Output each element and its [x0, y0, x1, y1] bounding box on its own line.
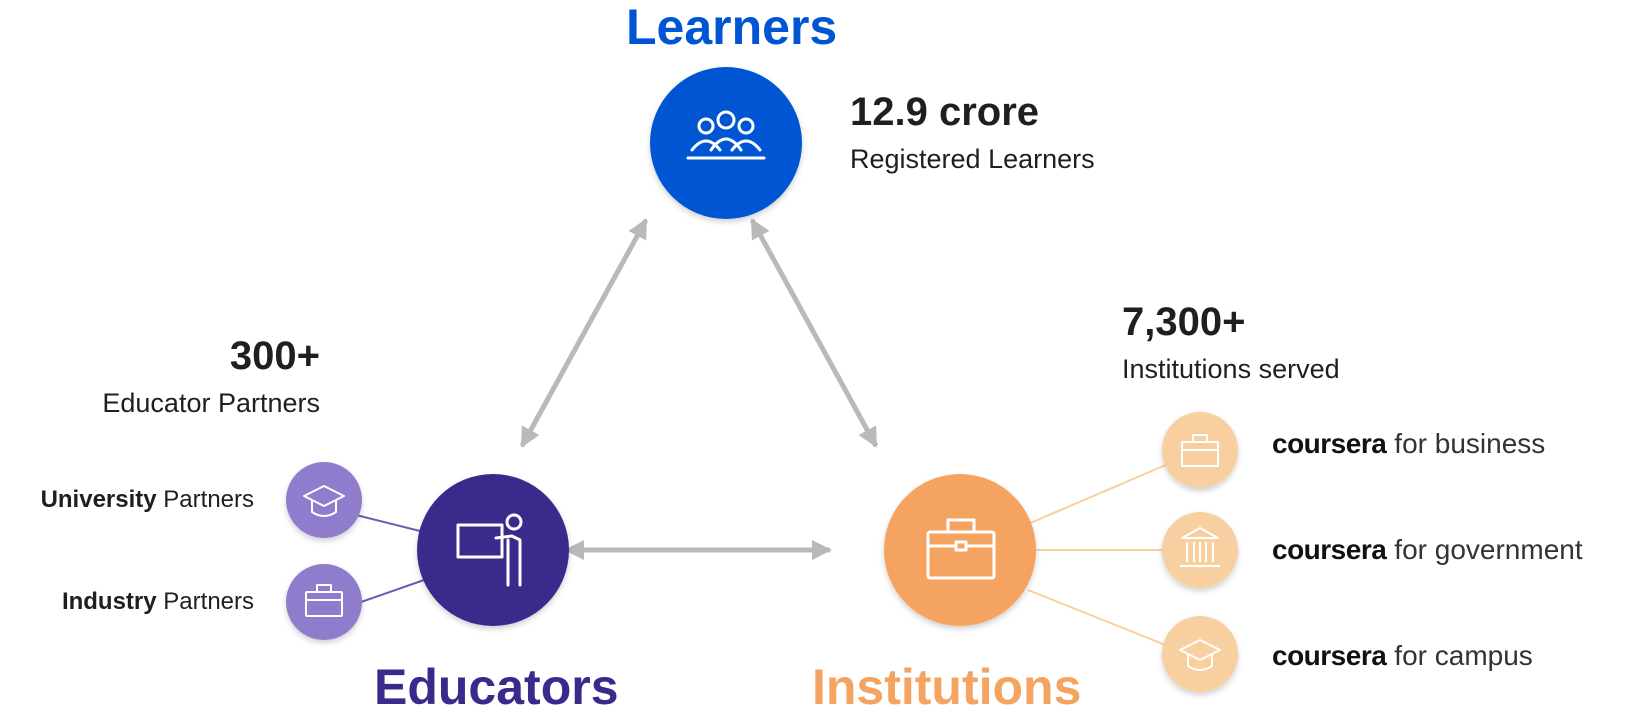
- people-icon: [686, 110, 766, 160]
- government-building-icon: [1180, 527, 1220, 567]
- learners-institutions-arrow: [749, 218, 879, 448]
- university-partners-label: University Partners: [41, 488, 254, 512]
- teacher-board-icon: [456, 513, 523, 587]
- offering-suffix: for campus: [1394, 640, 1533, 671]
- learners-node: [650, 67, 802, 219]
- institutions-title: Institutions: [812, 659, 1082, 715]
- university-partner-node: [286, 462, 362, 538]
- campus-offering-node: [1162, 616, 1238, 692]
- briefcase-icon: [305, 584, 343, 617]
- educators-title: Educators: [374, 659, 619, 715]
- educators-node: [417, 474, 569, 626]
- business-offering-connector: [1027, 463, 1169, 525]
- learners-title: Learners: [626, 0, 838, 55]
- educators-stat-label: Educator Partners: [102, 388, 320, 418]
- graduation-cap-icon: [303, 485, 345, 517]
- institutions-node: [884, 474, 1036, 626]
- briefcase-icon: [926, 518, 996, 580]
- graduation-cap-icon: [1179, 639, 1221, 671]
- industry-partners-bold: Industry: [61, 588, 157, 615]
- learners-educators-arrow: [519, 218, 649, 448]
- university-partners-bold: University: [40, 486, 157, 513]
- institutions-stat-label: Institutions served: [1122, 354, 1340, 384]
- coursera-logo: coursera: [1272, 640, 1387, 671]
- learners-stat-label: Registered Learners: [850, 144, 1095, 174]
- institutions-stat-value: 7,300+: [1122, 300, 1246, 344]
- learners-stat-value: 12.9 crore: [850, 90, 1040, 134]
- campus-offering-connector: [1027, 589, 1169, 647]
- university-partners-rest: Partners: [163, 486, 254, 513]
- briefcase-icon: [1181, 434, 1219, 467]
- coursera-logo: coursera: [1272, 534, 1387, 565]
- offering-suffix: for government: [1394, 534, 1583, 565]
- business-offering-node: [1162, 412, 1238, 488]
- industry-partners-rest: Partners: [163, 588, 254, 615]
- industry-partner-node: [286, 564, 362, 640]
- industry-partners-label: Industry Partners: [62, 590, 254, 614]
- government-offering-node: [1162, 512, 1238, 588]
- offering-suffix: for business: [1394, 428, 1546, 459]
- coursera-logo: coursera: [1272, 428, 1387, 459]
- educators-stat-value: 300+: [229, 334, 320, 378]
